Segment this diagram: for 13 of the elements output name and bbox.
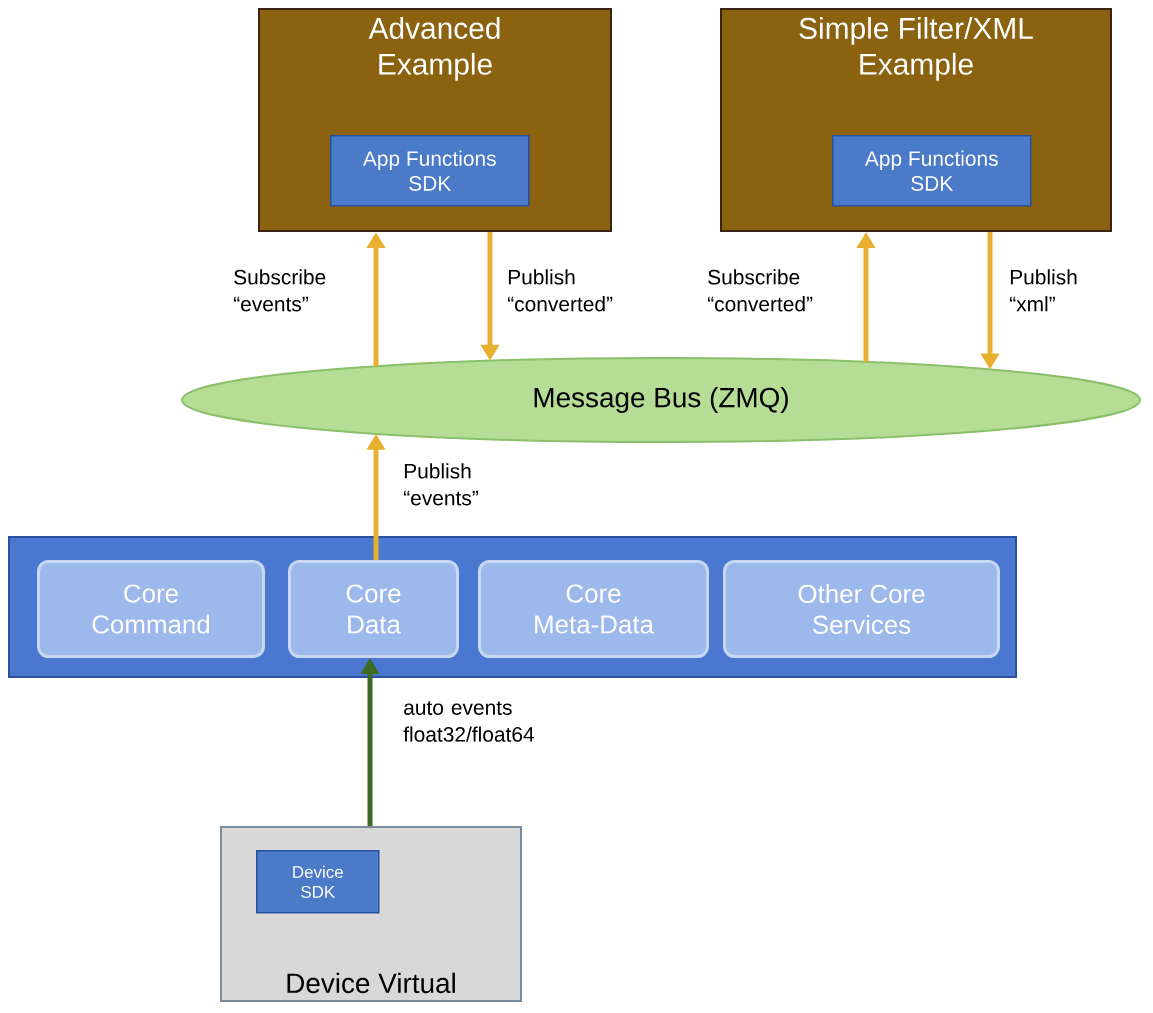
edge-label: Publish “xml”: [1009, 269, 1077, 312]
core-service-box: Other Core Services: [723, 560, 1000, 658]
edge-label: Subscribe “events”: [233, 269, 326, 312]
core-service-box: Core Meta-Data: [478, 560, 709, 658]
edge-label: auto events float32/float64: [403, 701, 534, 742]
sdk-box: Device SDK: [256, 850, 380, 914]
sdk-box: App Functions SDK: [832, 135, 1032, 207]
core-service-box: Core Command: [37, 560, 265, 658]
core-service-box: Core Data: [288, 560, 459, 658]
edge-label: Publish “events”: [403, 463, 478, 506]
edge-label: Subscribe “converted”: [707, 269, 813, 312]
sdk-box: App Functions SDK: [330, 135, 530, 207]
edge-label: Publish “converted”: [507, 269, 613, 312]
